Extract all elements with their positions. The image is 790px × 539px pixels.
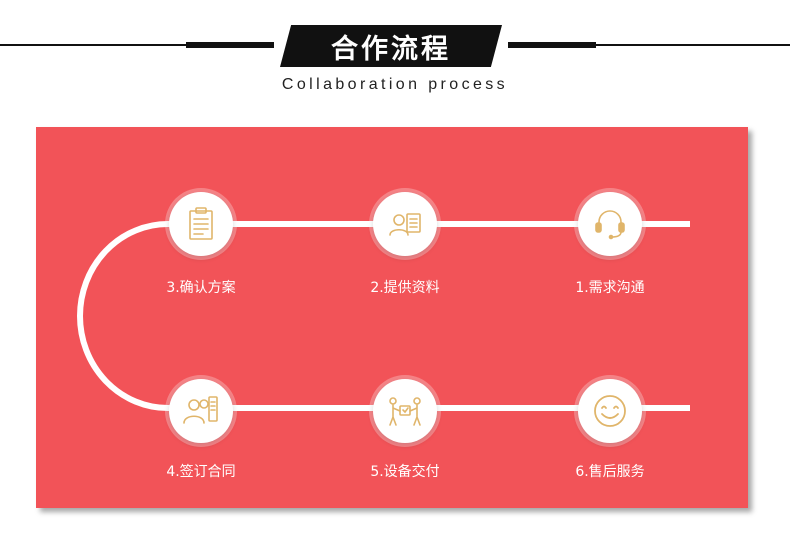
header-rule-left-thin (0, 44, 186, 46)
step-6-label: 6.售后服务 (575, 464, 645, 480)
process-track (77, 221, 690, 411)
header-rule-right-thin (596, 44, 790, 46)
document-list-icon (189, 207, 213, 240)
headset-icon (595, 210, 625, 240)
step-1-label: 1.需求沟通 (575, 280, 645, 296)
step-5-label: 5.设备交付 (370, 464, 440, 480)
page-subtitle: Collaboration process (281, 76, 509, 93)
step-3-circle (169, 192, 233, 256)
step-3-label: 3.确认方案 (166, 280, 236, 296)
process-panel: 3.确认方案 2.提供资料 1.需求沟通 (36, 127, 748, 508)
contract-people-icon (183, 396, 218, 424)
smiley-icon (594, 395, 626, 427)
header-rule-left-thick (186, 42, 274, 48)
step-5-circle (373, 379, 437, 443)
person-card-icon (389, 213, 421, 236)
header-rule-right-thick (508, 42, 596, 48)
step-6-circle (578, 379, 642, 443)
step-2-circle (373, 192, 437, 256)
page-title: 合作流程 (331, 33, 451, 65)
step-2-label: 2.提供资料 (370, 280, 440, 296)
handover-icon (389, 397, 421, 426)
title-banner: 合作流程 (280, 25, 502, 67)
step-4-circle (169, 379, 233, 443)
step-1-circle (578, 192, 642, 256)
step-4-label: 4.签订合同 (166, 464, 236, 480)
